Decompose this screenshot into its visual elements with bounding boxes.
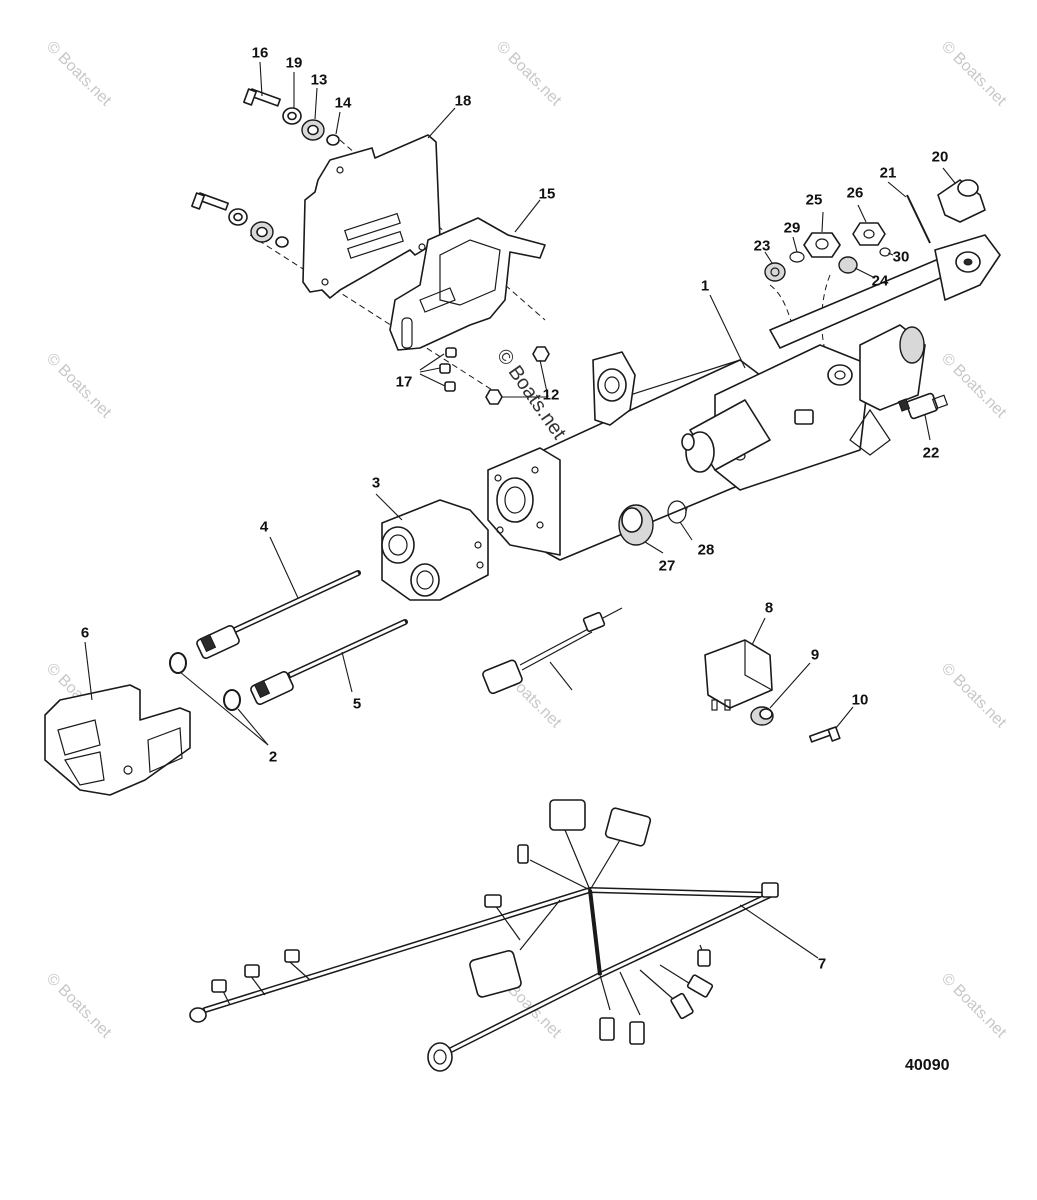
cap-27-oring-28 bbox=[618, 500, 687, 546]
callout-1: 1 bbox=[700, 277, 710, 295]
cover-plate-18 bbox=[302, 134, 441, 299]
callout-5: 5 bbox=[352, 695, 362, 713]
clips-17-and-nuts-12 bbox=[439, 346, 550, 405]
callout-12: 12 bbox=[542, 386, 560, 404]
callout-16: 16 bbox=[251, 44, 269, 62]
callout-3: 3 bbox=[371, 474, 381, 492]
leader-lines bbox=[84, 61, 956, 959]
screw-10 bbox=[808, 726, 841, 743]
bracket-6 bbox=[44, 684, 191, 796]
wiring-harness-7 bbox=[189, 799, 779, 1072]
grommet-9 bbox=[750, 706, 774, 726]
connector-11 bbox=[482, 607, 623, 695]
callout-25: 25 bbox=[805, 191, 823, 209]
bracket-15 bbox=[389, 217, 546, 351]
callout-28: 28 bbox=[697, 541, 715, 559]
callout-29: 29 bbox=[783, 219, 801, 237]
upper-hardware-row-2 bbox=[191, 192, 289, 248]
orings-2 bbox=[169, 652, 241, 711]
callout-26: 26 bbox=[846, 184, 864, 202]
callout-6: 6 bbox=[80, 624, 90, 642]
callout-24: 24 bbox=[871, 272, 889, 290]
callout-13: 13 bbox=[310, 71, 328, 89]
manifold-3 bbox=[381, 499, 489, 601]
callout-20: 20 bbox=[931, 148, 949, 166]
callout-19: 19 bbox=[285, 54, 303, 72]
callout-27: 27 bbox=[658, 557, 676, 575]
fittings-23-to-30 bbox=[764, 222, 891, 282]
callout-22: 22 bbox=[922, 444, 940, 462]
callout-17: 17 bbox=[395, 373, 413, 391]
callout-8: 8 bbox=[764, 599, 774, 617]
callout-18: 18 bbox=[454, 92, 472, 110]
callout-21: 21 bbox=[879, 164, 897, 182]
callout-15: 15 bbox=[538, 185, 556, 203]
fitting-22 bbox=[897, 392, 949, 420]
callout-10: 10 bbox=[851, 691, 869, 709]
callout-30: 30 bbox=[892, 248, 910, 266]
steering-cylinder-1 bbox=[487, 234, 1001, 561]
callout-14: 14 bbox=[334, 94, 352, 112]
pin-21-cap-20 bbox=[906, 179, 986, 244]
sender-5 bbox=[250, 619, 408, 705]
relay-8 bbox=[704, 639, 773, 711]
upper-hardware-row-1 bbox=[243, 88, 340, 146]
callout-7: 7 bbox=[817, 955, 827, 973]
callout-4: 4 bbox=[259, 518, 269, 536]
figure-number: 40090 bbox=[905, 1057, 950, 1074]
sender-4 bbox=[196, 570, 361, 659]
callout-23: 23 bbox=[753, 237, 771, 255]
callout-2: 2 bbox=[268, 748, 278, 766]
callout-9: 9 bbox=[810, 646, 820, 664]
